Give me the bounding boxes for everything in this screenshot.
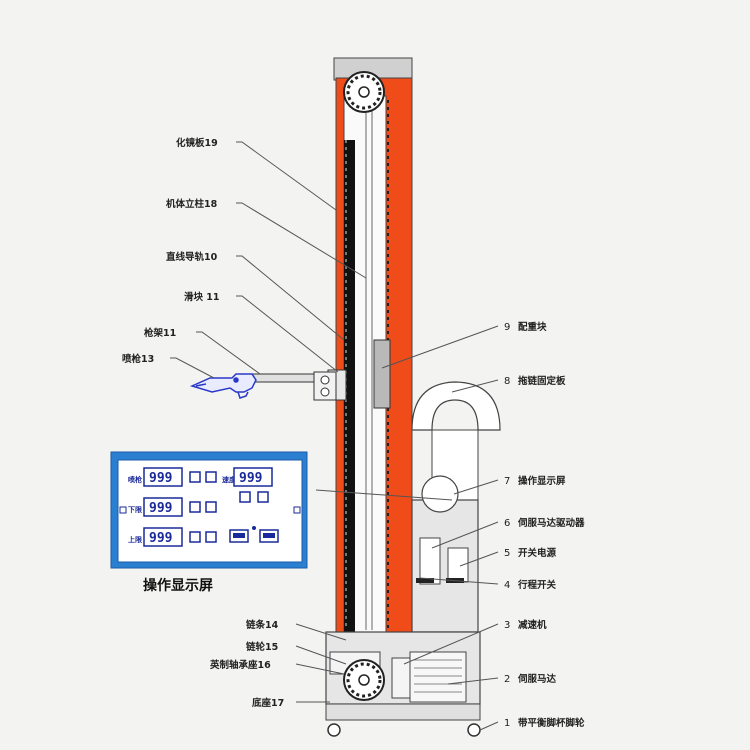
- panel-key-r1a[interactable]: [239, 491, 251, 503]
- panel-key-2a[interactable]: [189, 501, 201, 513]
- num-7: 7: [504, 476, 510, 487]
- spray-gun-icon: [189, 373, 257, 399]
- label-1: 带平衡脚杯脚轮: [518, 717, 585, 729]
- leader-5: [459, 551, 499, 567]
- num-6: 6: [504, 518, 510, 529]
- panel-caption: 操作显示屏: [143, 577, 213, 594]
- chain-band: [344, 140, 355, 632]
- num-2: 2: [504, 674, 510, 685]
- gun-bracket: [313, 371, 337, 401]
- leader-7: [453, 479, 499, 495]
- panel-key-3a[interactable]: [189, 531, 201, 543]
- leader-3: [403, 623, 499, 665]
- leader-13: [170, 357, 215, 379]
- leader-6: [431, 521, 499, 549]
- label-16: 英制轴承座16: [210, 659, 271, 671]
- label-15: 链轮15: [246, 641, 278, 653]
- reducer: [391, 657, 411, 699]
- cabinet-display-circle: [421, 475, 459, 513]
- num-8: 8: [504, 376, 510, 387]
- panel-display-2-value: 999: [239, 471, 262, 486]
- label-4: 行程开关: [517, 579, 557, 591]
- panel-display-4: [143, 527, 183, 547]
- leader-16: [295, 663, 345, 675]
- panel-row-label-3: 上限: [128, 535, 143, 544]
- leader-11b: [196, 331, 261, 375]
- num-3: 3: [504, 620, 510, 631]
- leader-10: [236, 255, 345, 341]
- label-10: 直线导轨10: [166, 251, 218, 263]
- servo-driver-box: [419, 537, 441, 585]
- power-supply-box: [447, 547, 469, 583]
- label-18: 机体立柱18: [166, 198, 218, 210]
- operation-panel: 喷枪 999 速度 999 下限 999 上限 999: [110, 451, 308, 569]
- panel-row-label-2: 下限: [128, 505, 143, 514]
- label-9: 配重块: [518, 321, 547, 333]
- label-2: 伺服马达: [517, 673, 557, 685]
- panel-toggle-2-lever: [263, 533, 275, 538]
- num-5: 5: [504, 548, 510, 559]
- limit-switch-bar: [416, 578, 434, 583]
- leader-11a: [236, 295, 339, 373]
- leader-14: [295, 623, 347, 641]
- label-17: 底座17: [251, 697, 284, 709]
- panel-display-3-value: 999: [149, 501, 172, 516]
- base-plate: [325, 703, 481, 721]
- label-5: 开关电源: [518, 547, 557, 559]
- num-1: 1: [504, 718, 510, 729]
- leader-15: [295, 645, 347, 665]
- label-14: 链条14: [246, 619, 279, 631]
- panel-key-1a[interactable]: [189, 471, 201, 483]
- bottom-sprocket: [343, 659, 385, 701]
- leader-2: [447, 677, 499, 685]
- leader-19: [236, 141, 337, 211]
- leader-18: [236, 202, 367, 279]
- label-11a: 滑块 11: [184, 291, 220, 303]
- panel-key-r1b[interactable]: [257, 491, 269, 503]
- caster-wheel-right: [467, 723, 481, 737]
- panel-right-label: 速度: [222, 475, 237, 484]
- label-8: 拖链固定板: [518, 375, 566, 387]
- leader-8: [451, 379, 499, 393]
- caster-wheel-left: [327, 723, 341, 737]
- panel-key-3b[interactable]: [205, 531, 217, 543]
- panel-row-label-1: 喷枪: [128, 475, 142, 484]
- leader-4: [419, 577, 499, 585]
- panel-display-3: [143, 497, 183, 517]
- panel-display-2: [233, 467, 273, 487]
- bracket-bolt: [320, 375, 330, 385]
- label-6: 伺服马达驱动器: [517, 517, 585, 529]
- servo-motor: [409, 651, 467, 703]
- panel-key-1b[interactable]: [205, 471, 217, 483]
- label-11b: 枪架11: [144, 327, 176, 339]
- num-4: 4: [504, 580, 510, 591]
- counterweight: [373, 339, 391, 409]
- panel-mount-hole-left: [119, 506, 127, 514]
- label-3: 减速机: [518, 619, 547, 631]
- bracket-bolt-2: [320, 387, 330, 397]
- panel-display-1-value: 999: [149, 471, 172, 486]
- panel-mount-hole-right: [293, 506, 301, 514]
- label-7: 操作显示屏: [518, 475, 566, 487]
- label-13: 喷枪13: [122, 353, 154, 365]
- panel-display-4-value: 999: [149, 531, 172, 546]
- panel-indicator: [252, 526, 256, 530]
- leader-panel: [315, 489, 453, 501]
- leader-9: [381, 325, 499, 369]
- drag-chain-arch: [411, 381, 501, 431]
- num-9: 9: [504, 322, 510, 333]
- label-19: 化镜板19: [176, 137, 218, 149]
- panel-key-2b[interactable]: [205, 501, 217, 513]
- leader-1: [479, 721, 499, 731]
- panel-display-1: [143, 467, 183, 487]
- top-sprocket: [343, 71, 385, 113]
- panel-toggle-1-lever: [233, 533, 245, 538]
